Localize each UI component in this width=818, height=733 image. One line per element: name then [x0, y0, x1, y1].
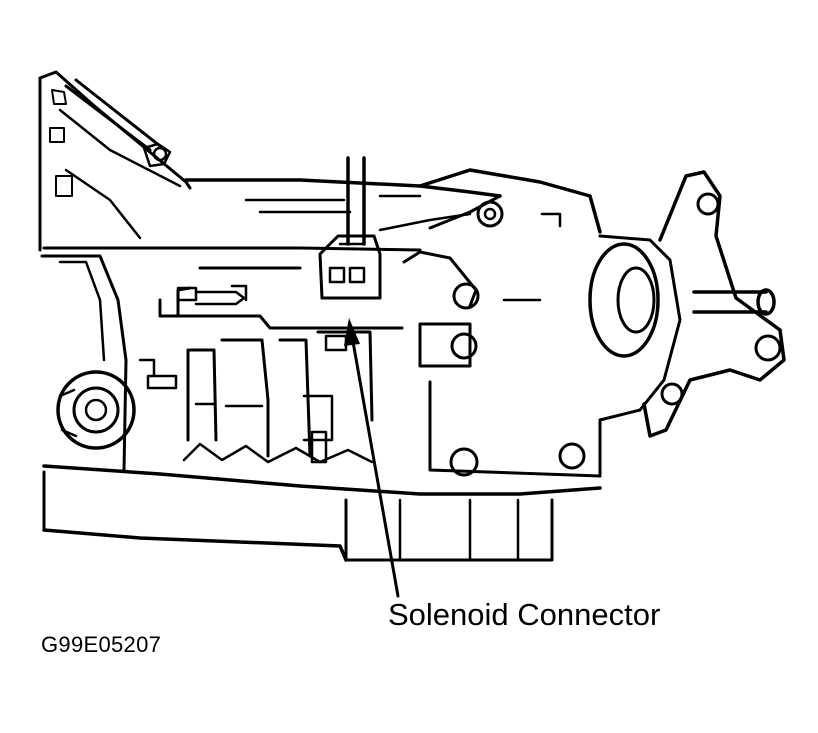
- bell-housing: [38, 70, 192, 472]
- breather-tube: [64, 78, 172, 168]
- callout-leader: [344, 318, 400, 598]
- output-flange: [588, 170, 786, 438]
- figure-id: G99E05207: [41, 632, 162, 657]
- valve-body: [138, 284, 404, 464]
- callout-label: Solenoid Connector: [388, 597, 661, 632]
- extension-housing: [402, 168, 682, 478]
- front-hub: [56, 370, 136, 450]
- wiring-harness: [318, 156, 382, 300]
- oil-pan: [42, 464, 602, 562]
